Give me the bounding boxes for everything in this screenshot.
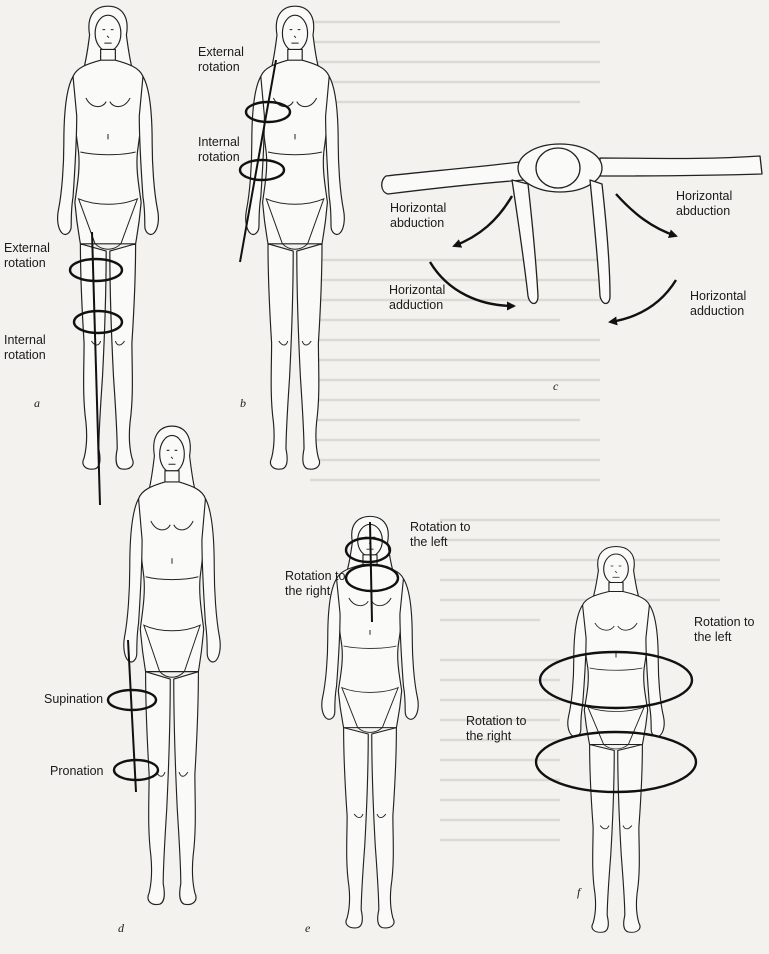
figure-a-person <box>58 6 159 469</box>
figure-f-person <box>568 547 664 933</box>
right-adduction-arrow <box>610 280 676 322</box>
label-pronation: Pronation <box>50 764 104 778</box>
left-abduction-arrow <box>454 196 512 246</box>
right-arm-forward <box>590 180 610 304</box>
panel-letter-f: f <box>577 885 582 899</box>
figure-d-person <box>124 426 220 904</box>
label-supination: Supination <box>44 692 103 706</box>
head-top-view <box>536 148 580 188</box>
right-arm-abducted <box>600 156 762 176</box>
left-arm-abducted <box>382 162 524 194</box>
panel-letter-d: d <box>118 921 125 935</box>
panel-letter-c: c <box>553 379 559 393</box>
forearm-axis-d <box>128 640 136 792</box>
right-abduction-arrow <box>616 194 676 236</box>
panel-letter-e: e <box>305 921 311 935</box>
panel-d: Supination Pronation d <box>44 426 220 935</box>
left-arm-forward <box>512 180 538 304</box>
panel-letter-a: a <box>34 396 40 410</box>
panel-letter-b: b <box>240 396 246 410</box>
